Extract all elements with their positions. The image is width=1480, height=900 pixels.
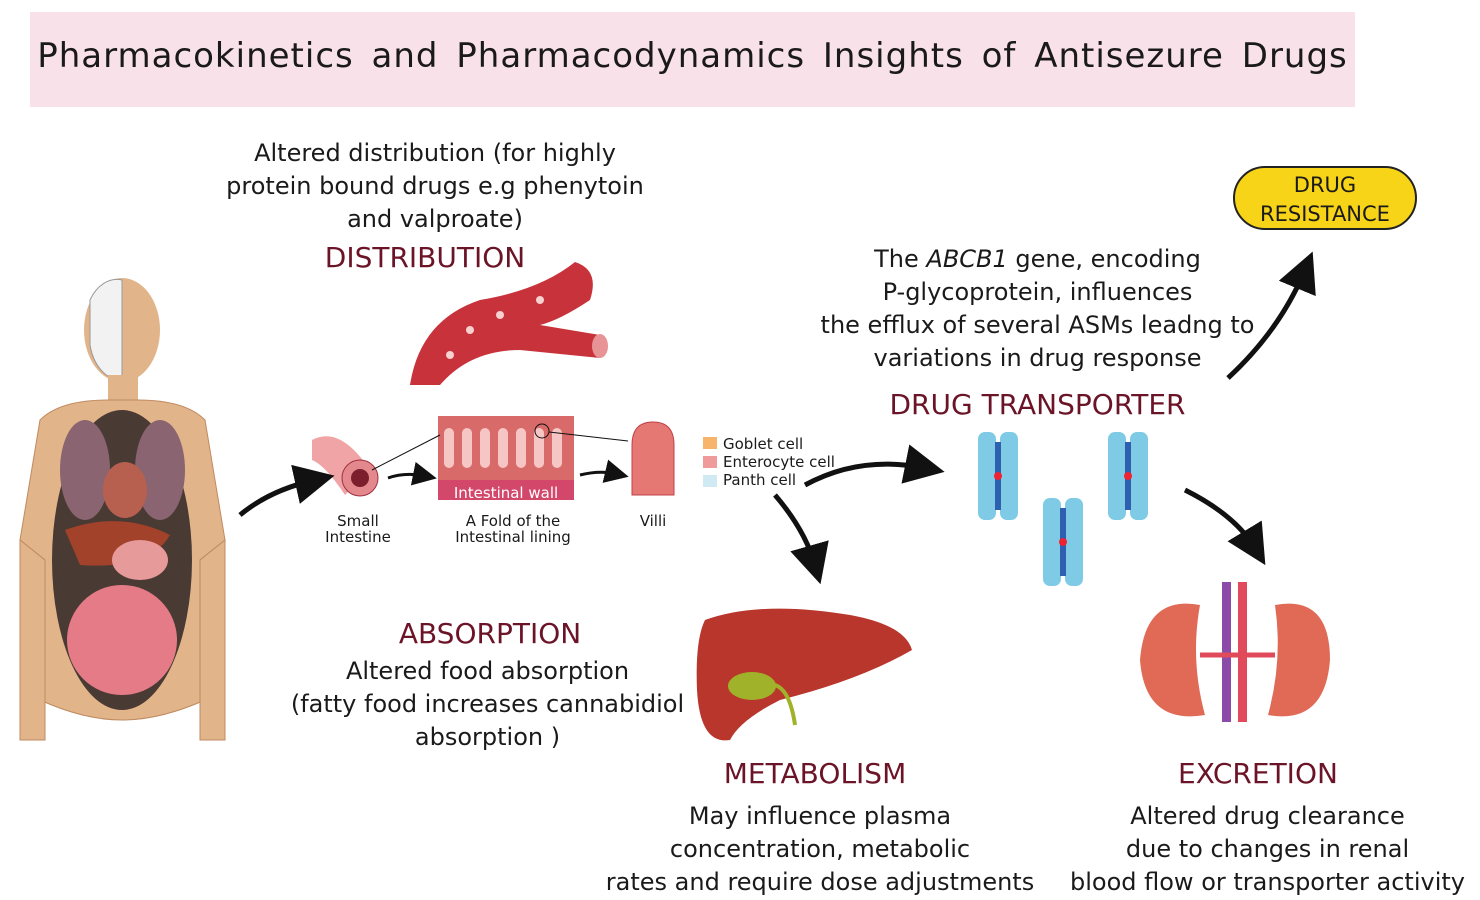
flow-arrows [238, 251, 1316, 585]
excretion-line: due to changes in renal [1125, 835, 1410, 863]
label-line: A Fold of the [465, 512, 561, 530]
arrow-body-to-intestine [238, 464, 335, 517]
transporter-line: the efflux of several ASMs leadng to [820, 311, 1255, 339]
arrow-to-excretion [1183, 487, 1266, 566]
distribution-line: and valproate) [347, 205, 523, 233]
badge-line: RESISTANCE [1260, 202, 1390, 226]
arrow-villi-to-transporter [803, 444, 945, 488]
distribution-line: Altered distribution (for highly [254, 139, 616, 167]
gene-name: ABCB1 [926, 245, 1008, 273]
page-title: Pharmacokinetics and Pharmacodynamics In… [37, 36, 1348, 76]
liver-icon [696, 608, 912, 741]
arrow-to-resistance [1226, 251, 1316, 380]
intestinal-wall-label: Intestinal wall [453, 484, 559, 502]
excretion-line: Altered drug clearance [1130, 802, 1405, 830]
enterocyte-cell-label: Enterocyte cell [723, 453, 835, 471]
title-banner [30, 12, 1355, 107]
drug-resistance-badge: DRUG RESISTANCE [1233, 166, 1417, 230]
metabolism-line: concentration, metabolic [669, 835, 971, 863]
excretion-heading: EXCRETION [1178, 757, 1338, 790]
absorption-line: absorption ) [414, 723, 561, 751]
transporter-heading: DRUG TRANSPORTER [889, 388, 1186, 421]
metabolism-text: May influence plasma concentration, meta… [600, 800, 1040, 899]
villi-label: Villi [639, 512, 667, 530]
arrow-intestine-to-fold [387, 461, 437, 486]
intestinal-fold-icon [371, 416, 629, 500]
metabolism-heading: METABOLISM [723, 757, 907, 790]
distribution-heading: DISTRIBUTION [324, 241, 526, 274]
cell-legend: Goblet cell Enterocyte cell Panth cell [723, 435, 835, 489]
absorption-heading: ABSORPTION [398, 617, 582, 650]
label-line: Intestine [325, 528, 391, 546]
distribution-line: protein bound drugs e.g phenytoin [226, 172, 644, 200]
transporter-text: The ABCB1 gene, encoding P-glycoprotein,… [810, 243, 1265, 375]
transporter-line: The ABCB1 gene, encoding [810, 243, 1265, 276]
excretion-line: blood flow or transporter activity [1070, 868, 1465, 896]
badge-line: DRUG [1293, 173, 1357, 197]
arrow-to-metabolism [773, 493, 829, 585]
absorption-text: Altered food absorption (fatty food incr… [280, 655, 695, 754]
goblet-cell-label: Goblet cell [723, 435, 804, 453]
distribution-text: Altered distribution (for highly protein… [215, 137, 655, 236]
arrow-fold-to-villi [579, 459, 629, 483]
transporter-line: P-glycoprotein, influences [882, 278, 1193, 306]
small-intestine-icon [312, 436, 379, 497]
absorption-line: Altered food absorption [345, 657, 630, 685]
villi-icon [631, 421, 717, 496]
text-part: The [874, 245, 927, 273]
kidneys-icon [1140, 582, 1330, 722]
metabolism-line: May influence plasma [688, 802, 952, 830]
panth-cell-label: Panth cell [723, 471, 797, 489]
label-line: Small [337, 512, 379, 530]
human-body-icon [19, 278, 226, 741]
text-part: gene, encoding [1007, 245, 1201, 273]
blood-vessel-icon [410, 262, 608, 385]
metabolism-line: rates and require dose adjustments [605, 868, 1035, 896]
excretion-text: Altered drug clearance due to changes in… [1060, 800, 1475, 899]
drug-transporter-icon [978, 432, 1148, 586]
absorption-line: (fatty food increases cannabidiol [290, 690, 685, 718]
transporter-line: variations in drug response [873, 344, 1202, 372]
label-line: Intestinal lining [455, 528, 571, 546]
